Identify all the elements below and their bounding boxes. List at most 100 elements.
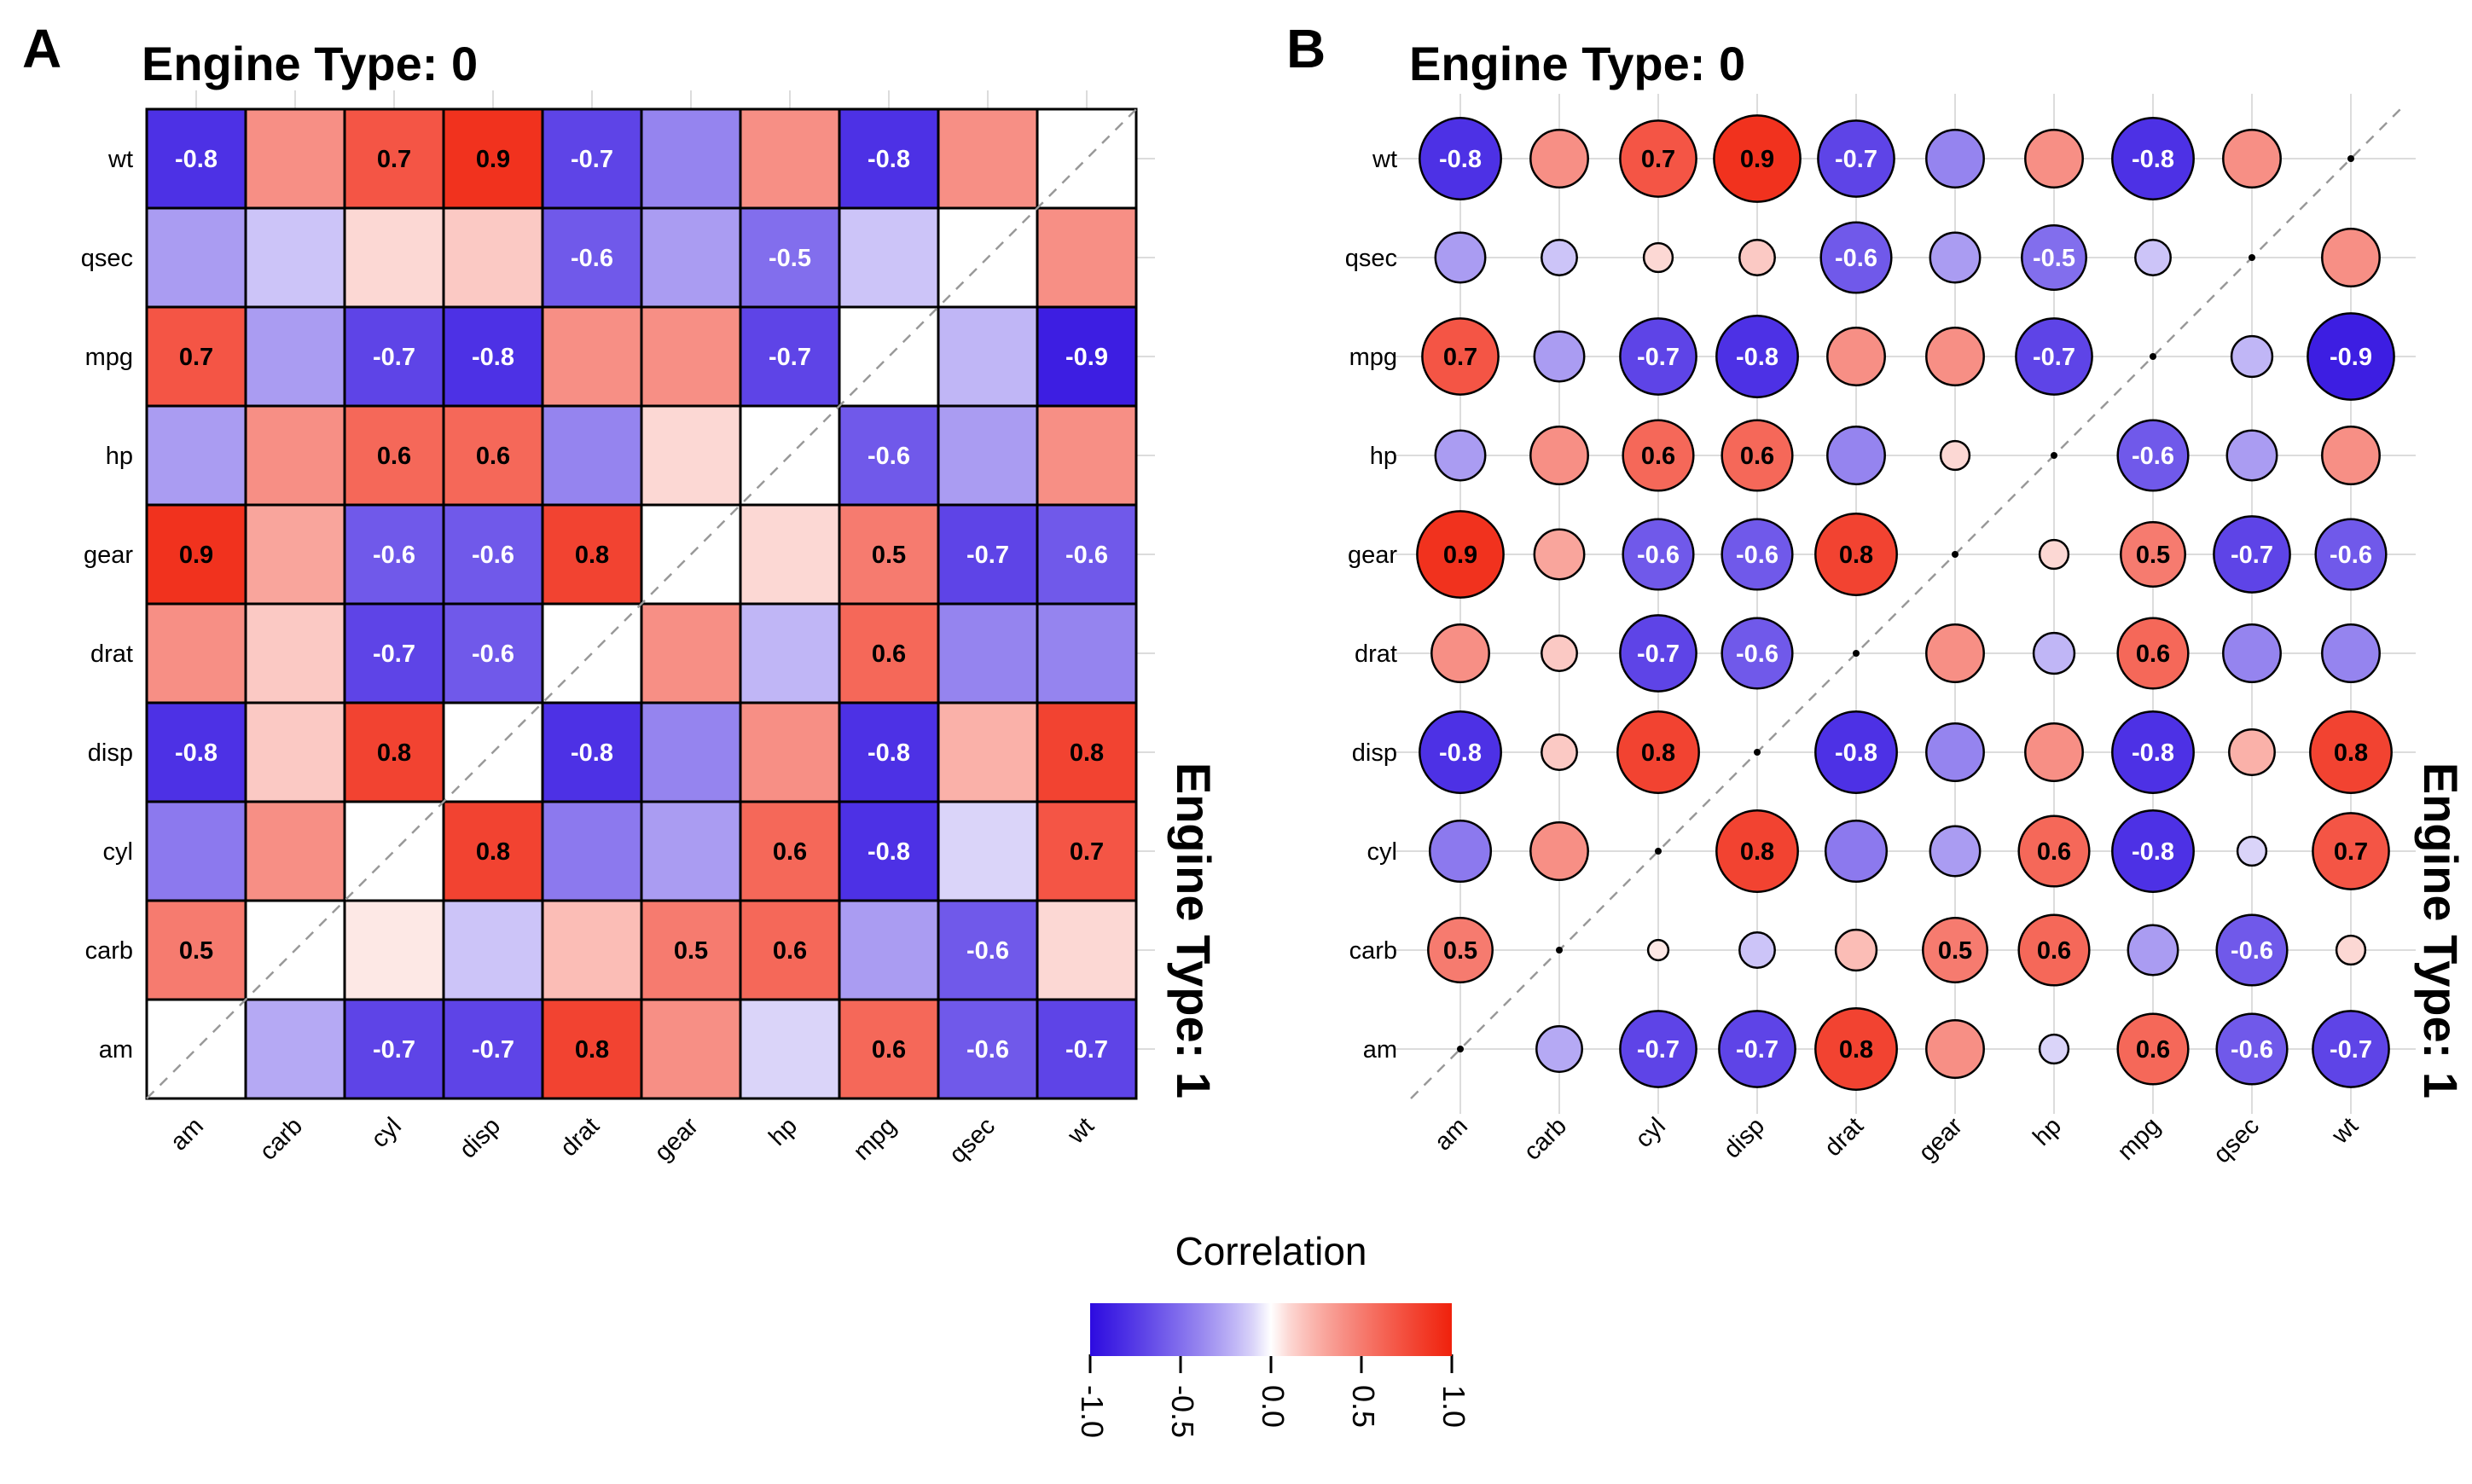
cell-value-label: 0.7 bbox=[1443, 344, 1477, 371]
diagonal-dot bbox=[1457, 1046, 1464, 1052]
corr-circle bbox=[1619, 119, 1697, 198]
heatmap-cell bbox=[541, 503, 643, 606]
corr-circle bbox=[1715, 809, 1799, 893]
cell-value-label: -0.8 bbox=[2132, 739, 2174, 767]
corr-circle bbox=[1419, 117, 1502, 200]
corr-circle bbox=[1925, 1019, 1985, 1079]
cell-value-label: -0.6 bbox=[1736, 641, 1779, 668]
col-label: carb bbox=[1518, 1112, 1572, 1166]
corr-circle bbox=[2038, 538, 2070, 571]
corr-circle bbox=[1529, 426, 1589, 485]
corr-circle bbox=[1619, 614, 1697, 693]
corr-circle bbox=[1529, 821, 1589, 881]
corr-circle bbox=[1421, 317, 1500, 396]
row-label: carb bbox=[1349, 937, 1397, 965]
heatmap-cell bbox=[838, 107, 940, 210]
cell-value-label: -0.8 bbox=[1439, 146, 1482, 173]
panel-b-label: B bbox=[1286, 18, 1326, 79]
row-label: mpg bbox=[1349, 344, 1397, 371]
col-label: qsec bbox=[2208, 1112, 2265, 1168]
corr-circle bbox=[2116, 1012, 2190, 1086]
corr-circle bbox=[1419, 710, 1502, 794]
cell-value-label: -0.8 bbox=[1736, 344, 1779, 371]
corr-circle bbox=[2111, 710, 2195, 794]
corr-circle bbox=[1922, 917, 1988, 983]
cell-value-label: -0.6 bbox=[1065, 542, 1108, 569]
row-label: cyl bbox=[1367, 838, 1397, 866]
corr-circle bbox=[1713, 114, 1802, 203]
heatmap-cell bbox=[937, 800, 1039, 902]
cell-value-label: -0.7 bbox=[1637, 344, 1680, 371]
cell-value-label: -0.5 bbox=[769, 245, 811, 272]
cell-value-label: 0.9 bbox=[476, 146, 510, 173]
corr-circle bbox=[2215, 1012, 2289, 1086]
row-label: gear bbox=[1348, 542, 1397, 569]
cell-value-label: 0.8 bbox=[1070, 739, 1104, 767]
panel-b-right-title: Engine Type: 1 bbox=[2414, 762, 2468, 1099]
heatmap-cell bbox=[244, 602, 346, 704]
corr-circle bbox=[2015, 317, 2093, 396]
heatmap-cell bbox=[244, 206, 346, 309]
heatmap-cell bbox=[838, 206, 940, 309]
corr-circle bbox=[1529, 129, 1589, 188]
cell-value-label: -0.8 bbox=[571, 739, 613, 767]
col-label: gear bbox=[649, 1112, 704, 1167]
heatmap-cell bbox=[640, 404, 742, 507]
col-label: cyl bbox=[366, 1112, 407, 1153]
corr-circle bbox=[1427, 917, 1494, 983]
corr-circle bbox=[1738, 931, 1776, 969]
heatmap-cell bbox=[145, 503, 247, 606]
cell-value-label: 0.6 bbox=[2037, 937, 2071, 965]
heatmap-cell bbox=[244, 503, 346, 606]
corr-circle bbox=[1929, 825, 1982, 878]
cell-value-label: 0.7 bbox=[179, 344, 213, 371]
corr-circle bbox=[1616, 710, 1700, 794]
cell-value-label: 0.5 bbox=[1938, 937, 1972, 965]
cell-value-label: 0.5 bbox=[1443, 937, 1477, 965]
heatmap-cell bbox=[442, 305, 544, 408]
legend-tick-label: 0.0 bbox=[1256, 1385, 1291, 1428]
cell-value-label: 0.6 bbox=[2037, 838, 2071, 866]
heatmap-cell bbox=[838, 899, 940, 1001]
cell-value-label: -0.6 bbox=[2132, 443, 2174, 470]
corr-circle bbox=[1619, 317, 1697, 396]
row-label: gear bbox=[84, 542, 133, 569]
heatmap-cell bbox=[937, 998, 1039, 1100]
cell-value-label: -0.8 bbox=[1835, 739, 1877, 767]
corr-circle bbox=[2321, 426, 2381, 485]
corr-circle bbox=[1533, 330, 1586, 383]
col-label: mpg bbox=[2112, 1112, 2166, 1166]
cell-value-label: -0.7 bbox=[769, 344, 811, 371]
heatmap-cell bbox=[442, 206, 544, 309]
panel-a-right-title: Engine Type: 1 bbox=[1167, 762, 1221, 1099]
cell-value-label: -0.7 bbox=[1637, 1036, 1680, 1064]
heatmap-cell bbox=[937, 107, 1039, 210]
row-label: disp bbox=[88, 739, 133, 767]
col-label: mpg bbox=[848, 1112, 902, 1166]
corr-circle bbox=[1814, 710, 1898, 794]
heatmap-cell bbox=[838, 998, 940, 1100]
heatmap-cell bbox=[442, 503, 544, 606]
corr-circle bbox=[1622, 419, 1695, 492]
heatmap-cell bbox=[640, 998, 742, 1100]
corr-circle bbox=[1738, 239, 1776, 276]
corr-circle bbox=[2134, 239, 2172, 276]
diagonal-dot bbox=[1853, 650, 1860, 657]
col-label: hp bbox=[764, 1112, 803, 1151]
heatmap-cell bbox=[640, 800, 742, 902]
panel-b-title: Engine Type: 0 bbox=[1409, 37, 1746, 90]
corr-circle bbox=[2111, 117, 2195, 200]
diagonal-dot bbox=[2150, 353, 2156, 360]
col-label: cyl bbox=[1630, 1112, 1671, 1153]
corr-circle bbox=[1535, 1025, 1583, 1073]
cell-value-label: -0.6 bbox=[1736, 542, 1779, 569]
cell-value-label: -0.6 bbox=[1637, 542, 1680, 569]
cell-value-label: 0.9 bbox=[1740, 146, 1774, 173]
heatmap-cell bbox=[739, 107, 841, 210]
corr-circle bbox=[1715, 315, 1799, 398]
heatmap-cell bbox=[541, 404, 643, 507]
corr-circle bbox=[2024, 129, 2084, 188]
col-label: wt bbox=[1062, 1112, 1100, 1150]
heatmap-cell bbox=[640, 206, 742, 309]
corr-circle bbox=[1434, 429, 1487, 482]
